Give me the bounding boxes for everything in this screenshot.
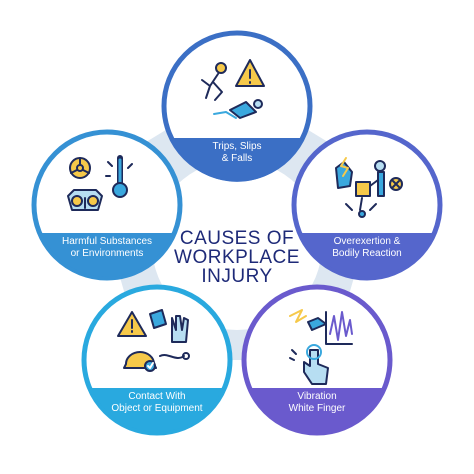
label-harmful: Harmful Substances or Environments bbox=[61, 236, 153, 259]
label-band-contact bbox=[91, 388, 223, 432]
label-trips: Trips, Slips & Falls bbox=[212, 141, 262, 164]
label-band-overexertion bbox=[301, 233, 433, 277]
diagram-title: CAUSES OF WORKPLACE INJURY bbox=[174, 228, 300, 287]
circle-overexertion bbox=[291, 129, 443, 281]
circle-harmful bbox=[31, 129, 183, 281]
label-overexertion: Overexertion & Bodily Reaction bbox=[332, 236, 402, 259]
biohazard-respirator-thermometer-icon bbox=[67, 155, 133, 211]
lifting-box-strain-icon bbox=[335, 157, 403, 218]
hand-vibration-wave-icon bbox=[289, 309, 353, 385]
hardhat-gloves-warning-icon bbox=[117, 309, 190, 372]
label-band-harmful bbox=[41, 233, 173, 277]
label-vibration: Vibration White Finger bbox=[288, 391, 346, 414]
circle-contact bbox=[81, 284, 233, 436]
label-band-vibration bbox=[251, 388, 383, 432]
label-contact: Contact With Object or Equipment bbox=[111, 391, 203, 414]
falling-person-warning-icon bbox=[201, 59, 265, 119]
label-band-trips bbox=[171, 138, 303, 182]
circle-trips bbox=[161, 30, 313, 182]
circle-vibration bbox=[241, 284, 393, 436]
